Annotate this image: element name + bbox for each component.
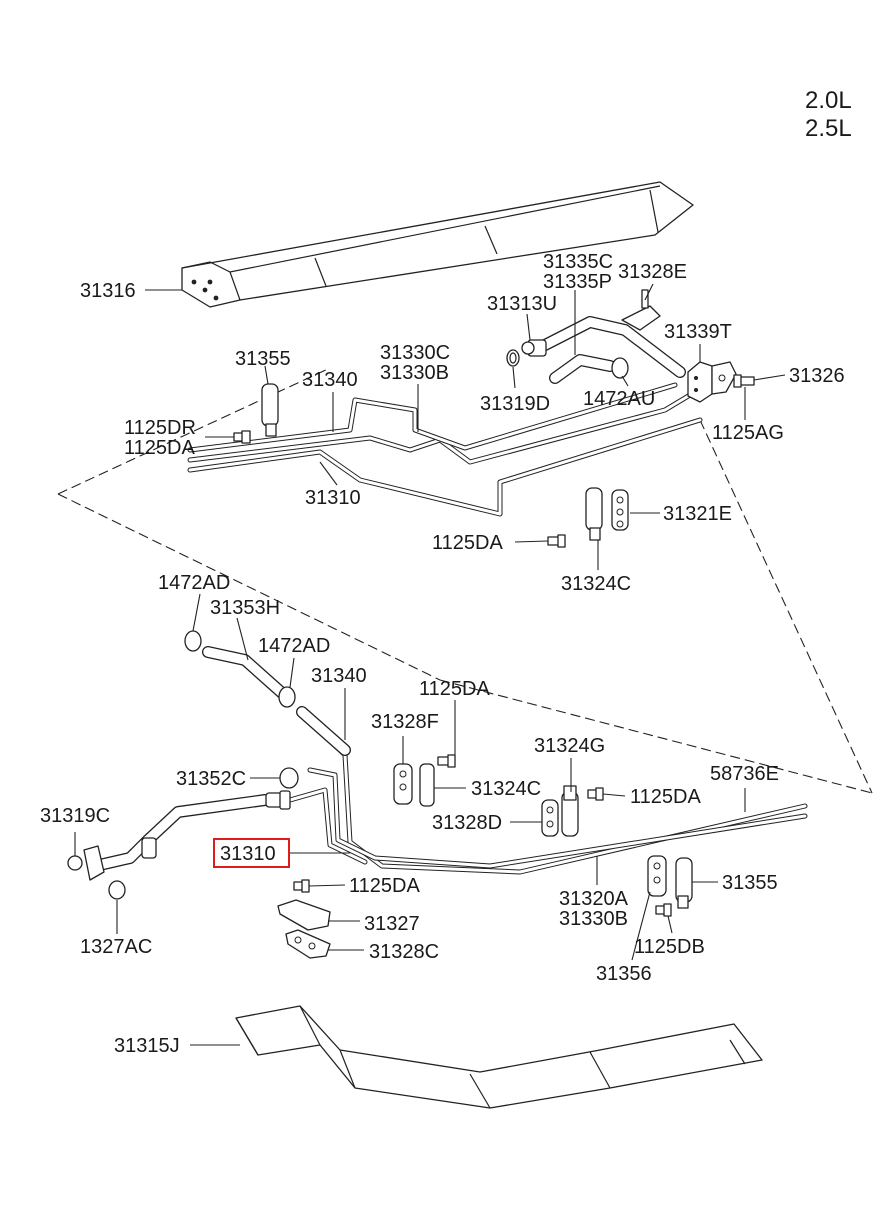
callout-31340-top[interactable]: 31340 bbox=[302, 369, 358, 391]
callout-31310-top[interactable]: 31310 bbox=[305, 487, 361, 509]
callout-1125da-c[interactable]: 1125DA bbox=[419, 678, 490, 700]
boundary-dash-left-upper bbox=[57, 367, 331, 495]
callout-31316[interactable]: 31316 bbox=[80, 280, 136, 302]
selected-part-highlight-box bbox=[213, 838, 290, 868]
callout-31321e[interactable]: 31321E bbox=[663, 503, 732, 525]
callout-1125da-a[interactable]: 1125DA bbox=[124, 437, 195, 459]
callout-31353h[interactable]: 31353H bbox=[210, 597, 280, 619]
hose-31335-part[interactable] bbox=[539, 316, 686, 384]
cap-31352c-part[interactable] bbox=[279, 767, 299, 789]
callout-1472ad-a[interactable]: 1472AD bbox=[158, 572, 230, 594]
boundary-dash-left-lower bbox=[57, 493, 441, 681]
bolt-1125ag-part[interactable] bbox=[733, 374, 755, 388]
callout-labels: 31316 31355 1125DR 1125DA 31340 31330C 3… bbox=[40, 251, 845, 1057]
clamp-31328e-part[interactable] bbox=[621, 289, 661, 331]
bracket-31326-part[interactable] bbox=[711, 361, 737, 395]
callout-1327ac[interactable]: 1327AC bbox=[80, 936, 152, 958]
callout-31328c[interactable]: 31328C bbox=[369, 941, 439, 963]
selected-part-label[interactable]: 31310 bbox=[220, 843, 276, 865]
clip-31324c-top-part[interactable] bbox=[585, 487, 603, 541]
callout-1125da-e[interactable]: 1125DA bbox=[349, 875, 420, 897]
bolt-1125db-part[interactable] bbox=[655, 903, 672, 917]
callout-31328f[interactable]: 31328F bbox=[371, 711, 439, 733]
clip-31328f-part[interactable] bbox=[393, 763, 413, 805]
connector-31313u-part[interactable] bbox=[521, 339, 547, 357]
callout-31326[interactable]: 31326 bbox=[789, 365, 845, 387]
callout-1472au[interactable]: 1472AU bbox=[583, 388, 655, 410]
callout-1125db[interactable]: 1125DB bbox=[634, 936, 705, 958]
upper-pipe-bundle[interactable] bbox=[187, 382, 703, 517]
grommet-1327ac-part[interactable] bbox=[108, 880, 126, 900]
callout-31310-selected[interactable]: 31310 bbox=[213, 838, 290, 868]
protector-31316-part[interactable] bbox=[181, 181, 694, 308]
bolt-1125da-d-part[interactable] bbox=[587, 787, 604, 801]
callout-31324g[interactable]: 31324G bbox=[534, 735, 605, 757]
bolt-1125da-e-part[interactable] bbox=[293, 879, 310, 893]
clip-31355-low-part[interactable] bbox=[675, 857, 693, 909]
clip-31355-top-part[interactable] bbox=[261, 383, 279, 437]
callout-31328d[interactable]: 31328D bbox=[432, 812, 502, 834]
callout-31313u[interactable]: 31313U bbox=[487, 293, 557, 315]
callout-31324c-top[interactable]: 31324C bbox=[561, 573, 631, 595]
callout-58736e[interactable]: 58736E bbox=[710, 763, 779, 785]
clip-31328d-part[interactable] bbox=[541, 799, 559, 837]
clip-31324g-part[interactable] bbox=[561, 785, 579, 837]
hose-31340-lower-part[interactable] bbox=[296, 706, 351, 756]
callout-31320a[interactable]: 31320A bbox=[559, 888, 629, 910]
o-ring-31319c-part[interactable] bbox=[67, 855, 83, 871]
clip-1472ad-b-part[interactable] bbox=[278, 686, 296, 708]
callout-31330c[interactable]: 31330C bbox=[380, 342, 450, 364]
bolt-1125da-b-part[interactable] bbox=[547, 534, 566, 548]
engine-variant-2-5l: 2.5L bbox=[805, 115, 852, 142]
callout-31340-mid[interactable]: 31340 bbox=[311, 665, 367, 687]
callout-31339t[interactable]: 31339T bbox=[664, 321, 732, 343]
callout-31319d[interactable]: 31319D bbox=[480, 393, 550, 415]
callout-31355-top[interactable]: 31355 bbox=[235, 348, 291, 370]
clip-1472ad-a-part[interactable] bbox=[184, 630, 202, 652]
clip-31356-part[interactable] bbox=[647, 855, 667, 897]
callout-1125da-d[interactable]: 1125DA bbox=[630, 786, 701, 808]
hose-31319c-assembly-part[interactable] bbox=[83, 790, 291, 881]
callout-31335p[interactable]: 31335P bbox=[543, 271, 612, 293]
callout-31328e[interactable]: 31328E bbox=[618, 261, 687, 283]
boundary-dash-bottom-right bbox=[439, 679, 873, 794]
callout-31327[interactable]: 31327 bbox=[364, 913, 420, 935]
callout-1125dr[interactable]: 1125DR bbox=[124, 417, 196, 439]
boundary-dash-right bbox=[699, 419, 873, 794]
hose-31353h-part[interactable] bbox=[202, 646, 288, 699]
callout-31352c[interactable]: 31352C bbox=[176, 768, 246, 790]
clamp-31327-part[interactable] bbox=[277, 899, 331, 931]
callout-31355-low[interactable]: 31355 bbox=[722, 872, 778, 894]
clamp-31328c-part[interactable] bbox=[285, 929, 331, 959]
engine-variant-2-0l: 2.0L bbox=[805, 87, 852, 114]
callout-31330b-top[interactable]: 31330B bbox=[380, 362, 449, 384]
callout-1125da-b[interactable]: 1125DA bbox=[432, 532, 503, 554]
callout-31330b-low[interactable]: 31330B bbox=[559, 908, 628, 930]
callout-31324c-mid[interactable]: 31324C bbox=[471, 778, 541, 800]
bolt-1125dr-part[interactable] bbox=[233, 430, 251, 444]
protector-31315j-part[interactable] bbox=[235, 1005, 763, 1109]
callout-1125ag[interactable]: 1125AG bbox=[712, 422, 784, 444]
callout-31335c[interactable]: 31335C bbox=[543, 251, 613, 273]
callout-31356[interactable]: 31356 bbox=[596, 963, 652, 985]
callout-31315j[interactable]: 31315J bbox=[114, 1035, 180, 1057]
clip-1472au-part[interactable] bbox=[611, 357, 629, 379]
o-ring-31319d-part[interactable] bbox=[506, 349, 520, 367]
clip-31321e-part[interactable] bbox=[611, 489, 629, 531]
engine-variant-list: 2.0L 2.5L bbox=[805, 87, 852, 142]
callout-31319c[interactable]: 31319C bbox=[40, 805, 110, 827]
bracket-31339t-part[interactable] bbox=[687, 361, 713, 403]
clip-31324c-mid-part[interactable] bbox=[419, 763, 435, 807]
bolt-1125da-c-part[interactable] bbox=[437, 754, 456, 768]
callout-1472ad-b[interactable]: 1472AD bbox=[258, 635, 330, 657]
leader-lines bbox=[74, 283, 786, 1046]
assembly-boundary bbox=[57, 367, 873, 794]
